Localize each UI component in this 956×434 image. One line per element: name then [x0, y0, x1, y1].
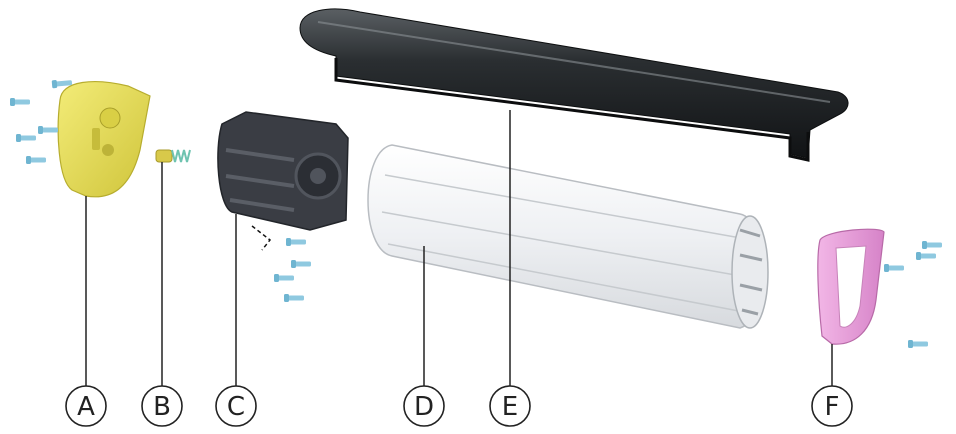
callout-a-label: A — [77, 392, 95, 422]
callout-e: E — [489, 385, 531, 427]
callout-e-label: E — [502, 392, 518, 422]
part-b-spring-pin — [155, 149, 191, 163]
callout-c-label: C — [227, 392, 245, 422]
part-f-clip — [817, 228, 885, 345]
callout-c: C — [215, 385, 257, 427]
callout-f: F — [811, 385, 853, 427]
callout-b: B — [141, 385, 183, 427]
leader-lines — [85, 110, 833, 386]
callout-d: D — [403, 385, 445, 427]
part-e-top-cover — [299, 8, 849, 162]
callout-a: A — [65, 385, 107, 427]
part-a-end-cap — [57, 81, 151, 198]
callout-d-label: D — [414, 392, 434, 422]
callout-f-label: F — [825, 392, 840, 422]
part-c-frame-block — [217, 111, 349, 251]
callout-b-label: B — [153, 392, 171, 422]
part-d-tube — [367, 144, 769, 329]
